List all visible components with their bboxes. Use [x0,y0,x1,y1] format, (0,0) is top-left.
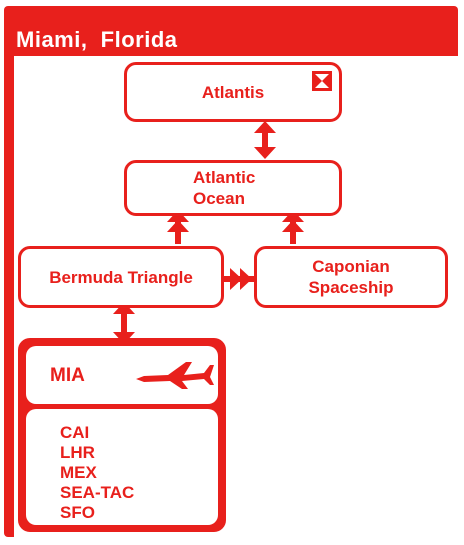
destination-item[interactable]: SEA-TAC [60,483,135,502]
destinations-panel: CAI LHR MEX SEA-TAC SFO [26,409,218,525]
location-title: Miami, Florida [16,27,178,52]
atlantic-ocean-node[interactable]: Atlantic Ocean [124,160,342,216]
destination-item[interactable]: LHR [60,443,95,462]
airplane-icon [136,362,214,389]
mia-header[interactable]: MIA [26,346,218,404]
bermuda-triangle-label: Bermuda Triangle [49,267,193,287]
atlantic-ocean-label-line1: Atlantic [193,168,256,187]
mia-label: MIA [50,365,85,386]
bermuda-triangle-node[interactable]: Bermuda Triangle [18,246,224,308]
close-icon[interactable] [311,70,333,92]
destination-item[interactable]: SFO [60,503,95,522]
atlantis-node[interactable]: Atlantis [124,62,342,122]
atlantis-label: Atlantis [201,82,265,102]
destination-item[interactable]: CAI [60,423,90,442]
destination-item[interactable]: MEX [60,463,97,482]
atlantic-ocean-label-line2: Ocean [193,189,245,208]
destinations-list: CAI LHR MEX SEA-TAC SFO [60,423,134,523]
mia-airport-node[interactable]: MIA CAI LHR MEX SEA-TAC SFO [18,338,226,532]
caponian-spaceship-label-line2: Spaceship [308,278,394,297]
caponian-spaceship-node[interactable]: Caponian Spaceship [254,246,448,308]
caponian-spaceship-label-line1: Caponian [312,257,390,276]
